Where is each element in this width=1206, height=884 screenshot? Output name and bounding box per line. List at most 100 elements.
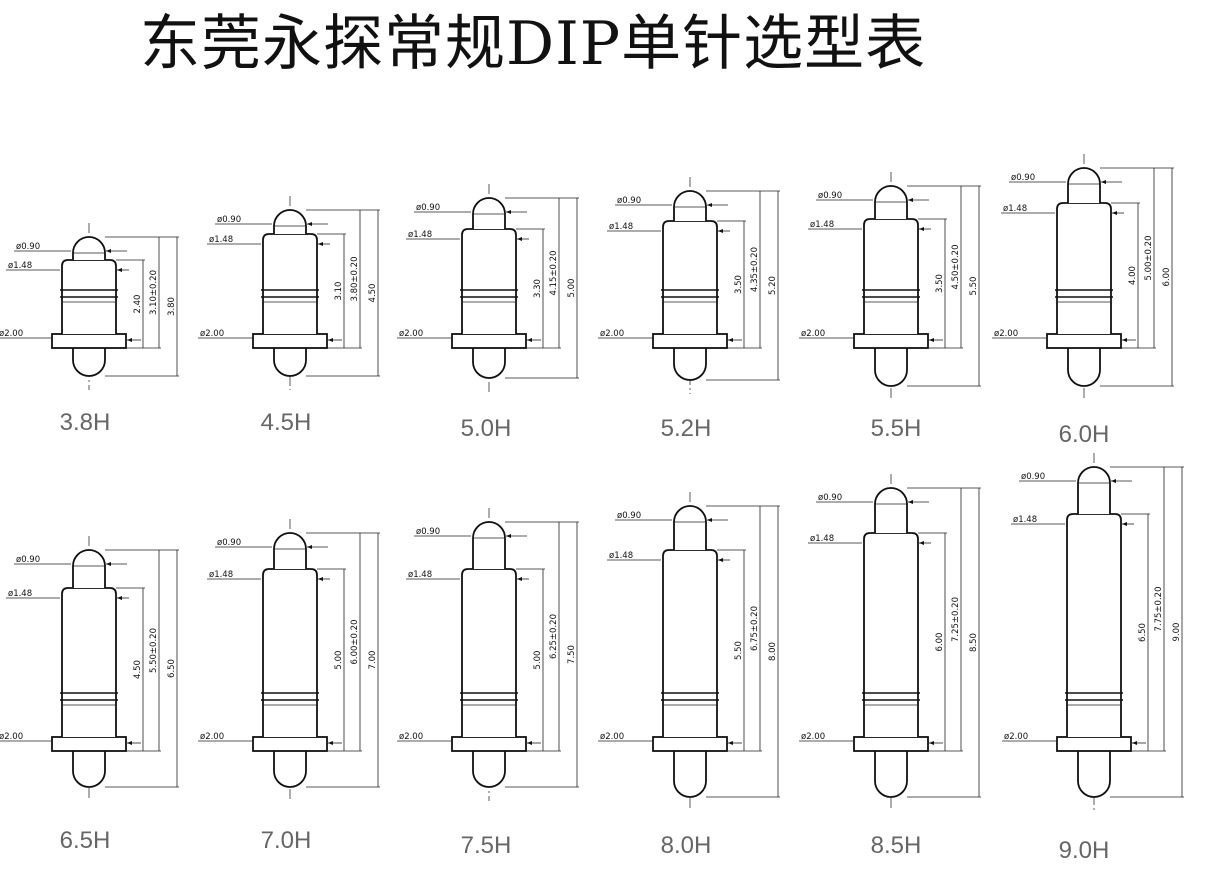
flange-right-arrow (328, 338, 333, 342)
flange-right-arrow (527, 741, 532, 745)
pin-height-caption: 7.5H (461, 832, 512, 859)
flange-right-arrow (127, 741, 132, 745)
dimension-value-2: 7.75±0.20 (1154, 587, 1164, 632)
tip-diameter-label: ø0.90 (1021, 472, 1045, 482)
tip-diameter-label: ø0.90 (617, 511, 641, 521)
dimension-value-2: 4.50±0.20 (951, 245, 961, 290)
dimension-value-1: 6.00 (935, 633, 945, 652)
tip-right-arrow (307, 222, 312, 226)
pin-plunger (472, 521, 506, 569)
barrel-right-arrow (318, 242, 323, 246)
pin-tail (1067, 346, 1101, 387)
barrel-right-arrow (117, 596, 122, 600)
pin-plunger (472, 197, 506, 229)
barrel-diameter-label: ø1.48 (408, 230, 432, 240)
dimension-value-3: 7.50 (567, 645, 577, 664)
flange-right-arrow (328, 741, 333, 745)
barrel-right-arrow (318, 577, 323, 581)
flange-diameter-label: ø2.00 (0, 732, 23, 742)
tip-right-arrow (1101, 180, 1106, 184)
dimension-value-1: 3.50 (935, 274, 945, 293)
pin-flange (1046, 333, 1122, 349)
dimension-value-3: 3.80 (167, 297, 177, 316)
pin-12: ø0.90 ø1.48 ø2.00 6.50 7.75±0.20 9.00 9.0H (1002, 453, 1184, 864)
dimension-value-2: 4.15±0.20 (549, 251, 559, 296)
dimension-value-1: 6.50 (1138, 623, 1148, 642)
pin-plunger (273, 209, 307, 234)
tip-diameter-label: ø0.90 (416, 527, 440, 537)
flange-diameter-label: ø2.00 (200, 329, 224, 339)
pin-plunger (1077, 466, 1111, 514)
pin-plunger (673, 190, 707, 221)
dimension-value-1: 5.00 (533, 651, 543, 670)
pin-tail (472, 346, 506, 379)
pin-plunger (673, 505, 707, 550)
pin-plunger (72, 236, 106, 260)
barrel-right-arrow (117, 268, 122, 272)
dimension-value-3: 6.50 (167, 659, 177, 678)
barrel-right-arrow (1122, 522, 1127, 526)
dimension-value-3: 7.00 (368, 651, 378, 670)
tip-diameter-label: ø0.90 (217, 215, 241, 225)
dimension-value-2: 6.00±0.20 (350, 620, 360, 665)
dimension-value-1: 3.10 (334, 282, 344, 301)
tip-right-arrow (307, 545, 312, 549)
pin-height-caption: 9.0H (1059, 837, 1110, 864)
dimension-value-1: 5.50 (734, 641, 744, 660)
pin-height-caption: 5.0H (461, 415, 512, 442)
pin-height-caption: 7.0H (261, 827, 312, 854)
pin-flange (1056, 736, 1132, 752)
pin-tail (673, 749, 707, 798)
barrel-right-arrow (1112, 211, 1117, 215)
tip-right-arrow (707, 203, 712, 207)
pin-height-caption: 5.2H (661, 415, 712, 442)
tip-diameter-label: ø0.90 (1011, 173, 1035, 183)
dimension-value-3: 9.00 (1172, 623, 1182, 642)
pin-barrel (863, 218, 919, 334)
dimension-value-1: 4.00 (1128, 266, 1138, 285)
pin-flange (652, 736, 728, 752)
tip-diameter-label: ø0.90 (617, 196, 641, 206)
dimension-value-1: 4.50 (133, 660, 143, 679)
tip-diameter-label: ø0.90 (818, 191, 842, 201)
flange-diameter-label: ø2.00 (801, 329, 825, 339)
flange-diameter-label: ø2.00 (1004, 732, 1028, 742)
pin-flange (451, 333, 527, 349)
pin-tail (1077, 749, 1111, 798)
tip-diameter-label: ø0.90 (16, 242, 40, 252)
pin-barrel (461, 228, 517, 334)
pin-barrel (662, 549, 718, 737)
flange-diameter-label: ø2.00 (600, 329, 624, 339)
pin-plunger (72, 549, 106, 588)
tip-right-arrow (1111, 479, 1116, 483)
pin-flange (51, 333, 127, 349)
dimension-value-1: 2.40 (133, 295, 143, 314)
flange-right-arrow (1122, 338, 1127, 342)
pin-barrel (262, 233, 318, 334)
pin-tail (874, 749, 908, 798)
barrel-right-arrow (919, 227, 924, 231)
pin-height-caption: 3.8H (60, 409, 111, 436)
tip-right-arrow (707, 518, 712, 522)
barrel-diameter-label: ø1.48 (8, 261, 32, 271)
pin-tail (874, 346, 908, 387)
pin-plunger (874, 185, 908, 219)
pin-tail (273, 749, 307, 788)
barrel-diameter-label: ø1.48 (1013, 515, 1037, 525)
flange-right-arrow (527, 338, 532, 342)
flange-right-arrow (728, 338, 733, 342)
dimension-value-2: 5.00±0.20 (1144, 236, 1154, 281)
pin-flange (853, 736, 929, 752)
dimension-value-2: 6.75±0.20 (750, 606, 760, 651)
pin-barrel (61, 587, 117, 737)
flange-right-arrow (728, 741, 733, 745)
tip-diameter-label: ø0.90 (818, 493, 842, 503)
barrel-diameter-label: ø1.48 (8, 589, 32, 599)
